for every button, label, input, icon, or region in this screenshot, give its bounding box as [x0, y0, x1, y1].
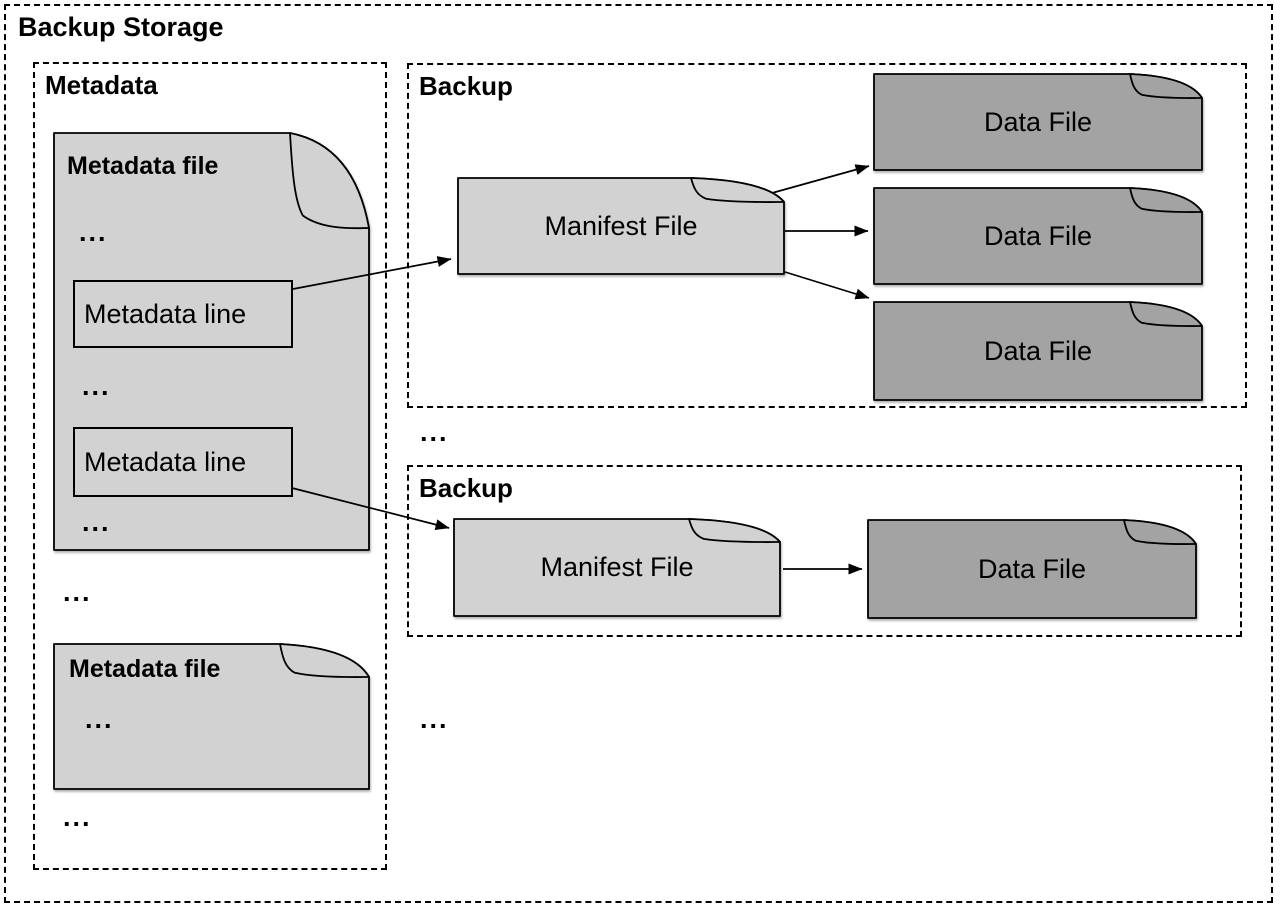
document-shape [53, 132, 370, 551]
manifest-file-2: Manifest File [453, 518, 781, 617]
data-file-3: Data File [873, 301, 1203, 401]
data-file-4-label: Data File [977, 553, 1087, 584]
document-shape [873, 73, 1203, 171]
ellipsis: ... [82, 507, 111, 537]
document-shape [867, 519, 1197, 619]
metadata-file-1-title: Metadata file [67, 152, 219, 180]
ellipsis: ... [85, 704, 114, 734]
ellipsis: ... [63, 577, 92, 607]
metadata-file-2: Metadata file ... [53, 643, 370, 790]
data-file-2-label: Data File [983, 220, 1093, 251]
metadata-file-1: Metadata file ... Metadata line ... Meta… [53, 132, 370, 551]
backup-group-1-container [407, 63, 1247, 408]
metadata-line-1: Metadata line [73, 280, 293, 348]
backup-group-2-label: Backup [419, 473, 513, 503]
data-file-1: Data File [873, 73, 1203, 171]
document-shape [53, 643, 370, 790]
document-shape [453, 518, 781, 617]
ellipsis: ... [420, 704, 449, 734]
ellipsis: ... [79, 217, 108, 247]
backup-storage-container [4, 4, 1273, 903]
ellipsis: ... [420, 417, 449, 447]
document-shape [873, 187, 1203, 285]
manifest-file-1: Manifest File [457, 177, 785, 275]
metadata-group-container [33, 62, 387, 870]
manifest-file-1-label: Manifest File [544, 210, 698, 241]
document-shape [873, 301, 1203, 401]
ellipsis: ... [82, 371, 111, 401]
metadata-line-2-label: Metadata line [84, 446, 247, 477]
metadata-line-2: Metadata line [73, 427, 293, 497]
manifest-file-2-label: Manifest File [540, 552, 694, 582]
metadata-line-1-label: Metadata line [84, 298, 247, 329]
document-shape [457, 177, 785, 275]
ellipsis: ... [63, 802, 92, 832]
data-file-1-label: Data File [983, 106, 1093, 137]
data-file-3-label: Data File [983, 335, 1093, 366]
backup-group-1-label: Backup [419, 71, 513, 101]
data-file-2: Data File [873, 187, 1203, 285]
backup-group-2-container [407, 465, 1242, 637]
data-file-4: Data File [867, 519, 1197, 619]
metadata-file-2-title: Metadata file [69, 655, 221, 683]
backup-storage-label: Backup Storage [18, 12, 224, 42]
metadata-group-label: Metadata [45, 70, 158, 100]
